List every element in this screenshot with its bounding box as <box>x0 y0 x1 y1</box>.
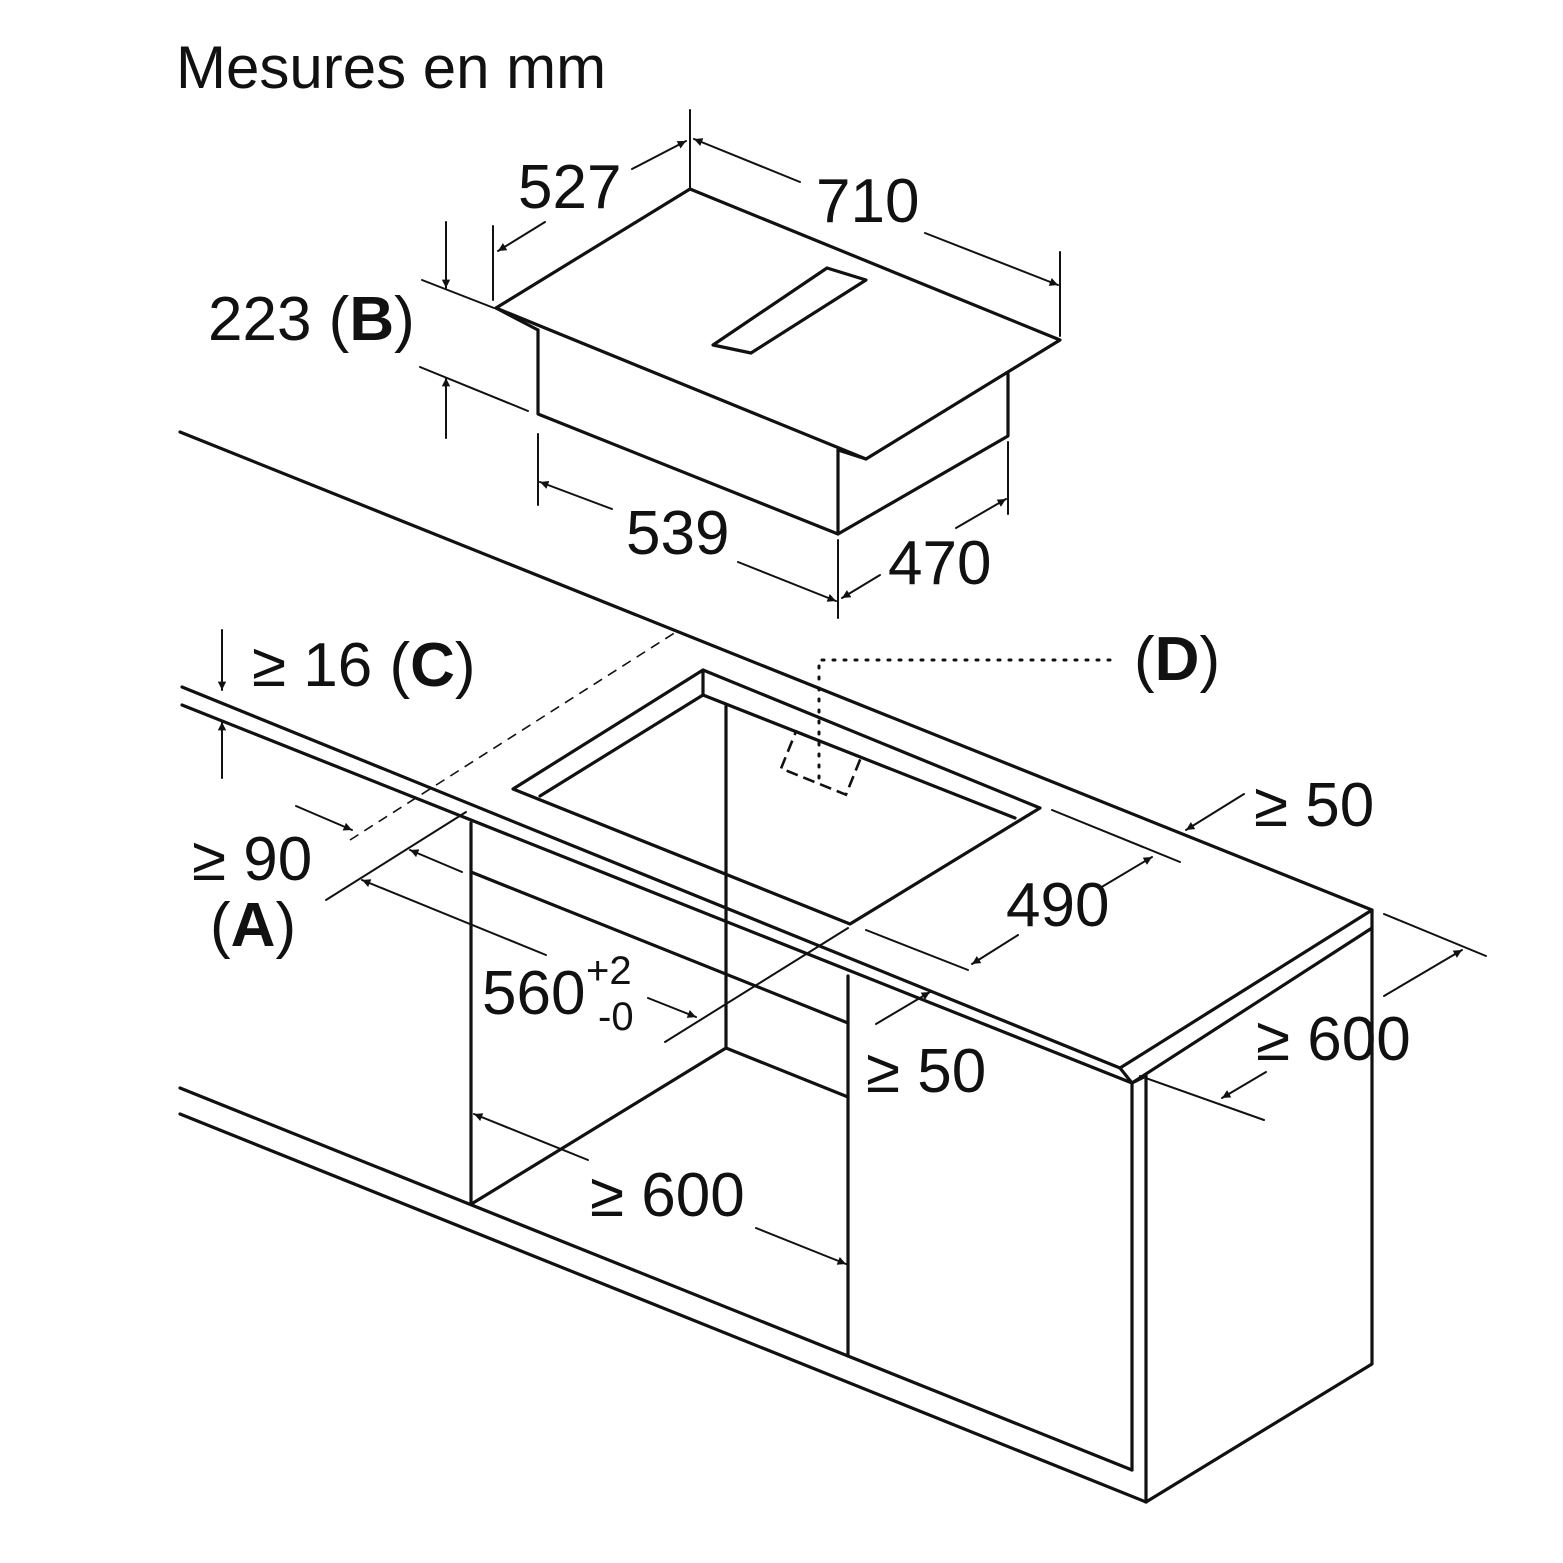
dim-490-arrow-a <box>1099 856 1153 889</box>
centre-line <box>349 631 677 841</box>
cabinet-inner-back <box>724 1046 850 1099</box>
dim-527-arrow-b <box>497 221 546 252</box>
worktop-front-bottom-edge <box>180 703 1134 1085</box>
label-front-distance: ≥ 90 <box>192 825 312 894</box>
page-title: Mesures en mm <box>176 34 606 101</box>
label-cabinet-width: ≥ 600 <box>590 1161 745 1230</box>
cabinet-top-rail <box>469 870 850 1025</box>
hob-glass-top <box>494 187 1062 461</box>
plinth-bottom <box>178 1112 1148 1504</box>
dim-90-arrow-a <box>295 805 353 831</box>
hob-vent-slot <box>711 266 868 355</box>
label-duct-ref: (D) <box>1134 625 1220 694</box>
dim-600-depth-arrow-a <box>1383 949 1463 997</box>
dim-490-arrow-b <box>971 934 1019 965</box>
dim-50-side-arrow <box>875 991 931 1025</box>
label-hob-box-width: 539 <box>626 499 729 568</box>
dim-600-width-arrow-a <box>473 1113 589 1161</box>
label-hob-box-depth: 470 <box>888 529 991 598</box>
dim-470-arrow-b <box>841 574 881 599</box>
cutout-opening <box>511 668 1042 926</box>
dim-600-width-arrow-b <box>755 1227 847 1265</box>
hob-box-front-top <box>836 448 868 461</box>
dim-470-arrow-a <box>955 498 1007 529</box>
label-worktop-thickness: ≥ 16 (C) <box>252 631 476 700</box>
dim-710-arrow-b <box>924 232 1059 286</box>
dim-50-rear-arrow <box>1185 793 1245 831</box>
label-rear-distance: ≥ 50 <box>1254 771 1374 840</box>
label-cutout-tol-minus: -0 <box>598 995 634 1039</box>
label-cutout-depth: 490 <box>1006 871 1109 940</box>
dim-539-arrow-a <box>539 481 613 510</box>
duct-outline <box>779 729 863 797</box>
label-hob-depth: 527 <box>518 153 621 222</box>
dim-539-arrow-b <box>737 561 837 602</box>
cutout-inner-rim <box>538 693 1017 820</box>
hob-drawing <box>494 187 1062 536</box>
dim-560-arrow-a <box>361 879 547 956</box>
hob-dimensions <box>419 109 1061 619</box>
worktop-dimensions <box>217 629 1487 1265</box>
worktop-front-edge <box>180 685 1122 1070</box>
label-hob-height: 223 (B) <box>208 285 415 354</box>
duct-leader <box>817 658 1112 780</box>
cabinet-floor-back <box>471 1046 728 1205</box>
dim-710-arrow-a <box>693 138 801 183</box>
dim-90-arrow-b <box>409 849 463 873</box>
hob-box-right <box>836 372 1010 536</box>
plinth-top <box>178 1086 1134 1472</box>
dim-600-depth-arrow-b <box>1221 1071 1267 1099</box>
dim-527-arrow-a <box>631 140 687 170</box>
dim-560-arrow-b <box>647 997 697 1018</box>
label-cutout-tol-plus: +2 <box>586 949 632 993</box>
label-cutout-width: 560 <box>482 959 585 1028</box>
label-hob-width: 710 <box>816 167 919 236</box>
label-front-distance-ref: (A) <box>210 891 296 960</box>
label-worktop-depth: ≥ 600 <box>1256 1005 1411 1074</box>
label-side-distance: ≥ 50 <box>866 1037 986 1106</box>
worktop-back-edge <box>178 430 1374 912</box>
hob-glass-front-edge <box>494 306 540 332</box>
worktop-drawing <box>178 430 1374 1504</box>
right-cabinet-side <box>1144 926 1374 1504</box>
hob-box-left <box>536 328 840 536</box>
